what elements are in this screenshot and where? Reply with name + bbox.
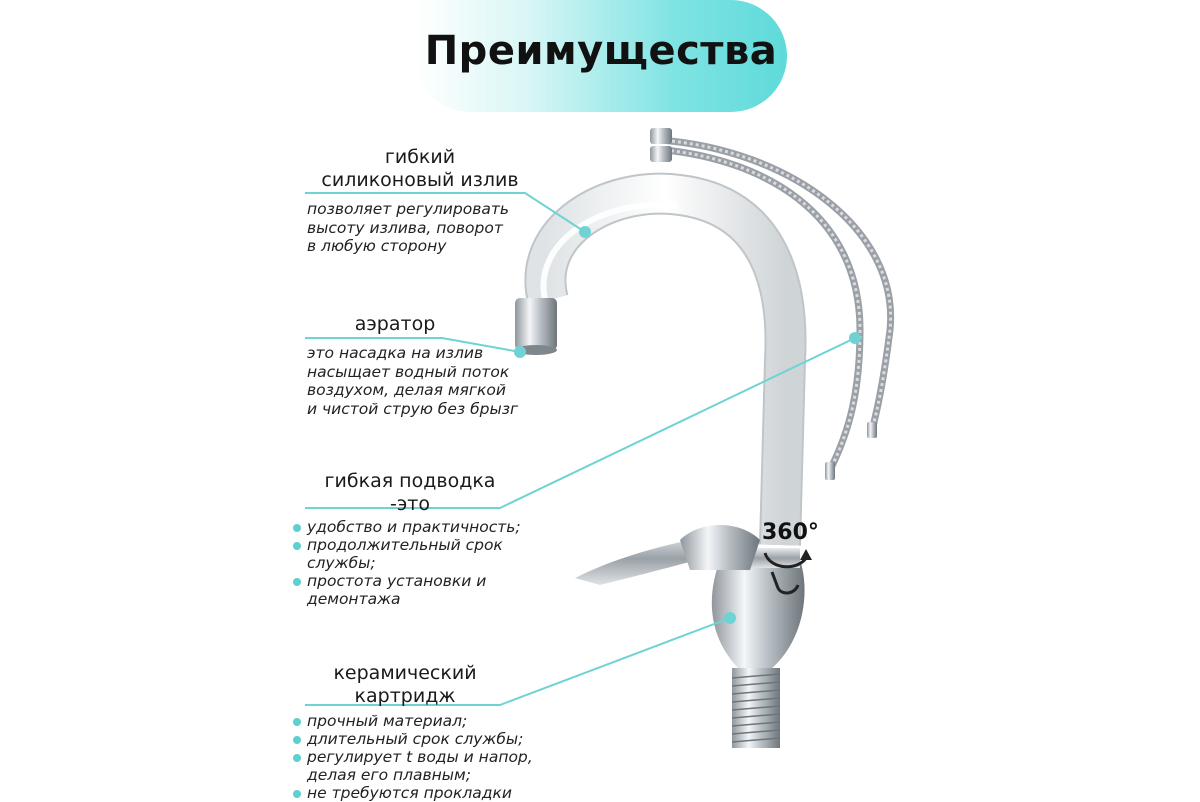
rotation-label: 360°	[762, 520, 819, 545]
bullet-icon	[293, 754, 301, 762]
flexible-hoses	[650, 128, 895, 480]
leader-lines	[305, 192, 856, 706]
title-banner	[415, 0, 787, 112]
feature-heading-aerator: аэратор	[354, 313, 436, 335]
feature-bullets-cartridge: прочный материал; длительный срок службы…	[293, 712, 533, 802]
list-item: не требуются прокладки	[293, 784, 533, 802]
feature-heading-spout: гибкий силиконовый излив	[321, 146, 519, 191]
bullet-icon	[293, 524, 301, 532]
feature-heading-hose: гибкая подводка -это	[324, 470, 496, 515]
page-title: Преимущества	[424, 28, 778, 74]
bullet-icon	[293, 578, 301, 586]
feature-description-aerator: это насадка на излив насыщает водный пот…	[307, 344, 519, 418]
list-item: удобство и практичность;	[293, 518, 521, 536]
feature-description-spout: позволяет регулировать высоту излива, по…	[307, 200, 509, 255]
list-item: длительный срок службы;	[293, 730, 533, 748]
rotation-arrow-icon	[763, 549, 812, 595]
feature-heading-cartridge: керамический картридж	[333, 662, 477, 707]
bullet-icon	[293, 542, 301, 550]
aerator	[515, 298, 557, 355]
list-item: прочный материал;	[293, 712, 533, 730]
silicone-spout	[524, 172, 807, 546]
leader-endpoints	[514, 226, 861, 624]
bullet-icon	[293, 718, 301, 726]
feature-bullets-hose: удобство и практичность; продолжительный…	[293, 518, 521, 608]
bullet-icon	[293, 790, 301, 798]
list-item: регулирует t воды и напор,делая его плав…	[293, 748, 533, 784]
faucet-body	[575, 525, 805, 748]
bullet-icon	[293, 736, 301, 744]
